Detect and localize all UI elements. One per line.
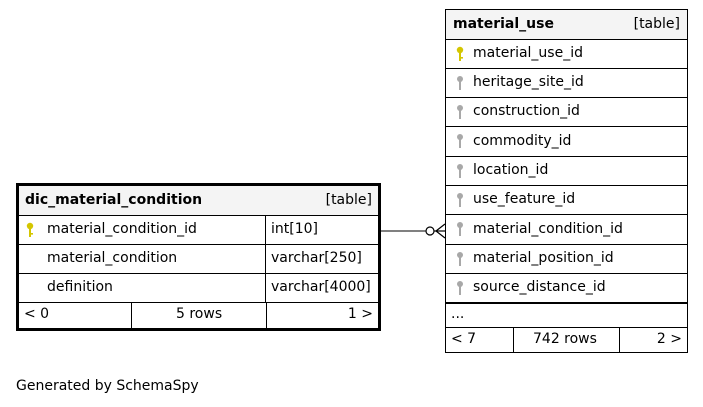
- column-name: material_position_id: [473, 250, 614, 266]
- column-name: definition: [47, 279, 113, 295]
- table-row[interactable]: material_condition_id: [446, 215, 687, 245]
- primary-key-icon: [26, 222, 34, 237]
- row-count: 5 rows: [176, 306, 223, 322]
- table-row[interactable]: material_use_id: [446, 40, 687, 69]
- table-row[interactable]: material_condition varchar[250]: [19, 245, 378, 274]
- footer-divider: [131, 303, 132, 328]
- table-dic-material-condition[interactable]: dic_material_condition [table] material_…: [16, 183, 381, 331]
- more-columns-ellipsis: ...: [451, 306, 465, 322]
- table-kind: [table]: [633, 16, 680, 32]
- foreign-key-icon: [457, 222, 463, 236]
- footer-divider: [513, 328, 514, 352]
- table-footer: < 7 742 rows 2 >: [446, 328, 687, 352]
- foreign-key-icon: [457, 76, 463, 90]
- column-name: heritage_site_id: [473, 74, 584, 90]
- table-row[interactable]: location_id: [446, 157, 687, 186]
- table-row[interactable]: commodity_id: [446, 127, 687, 157]
- table-kind: [table]: [325, 192, 372, 208]
- foreign-key-icon: [457, 164, 463, 178]
- type-column-divider: [265, 216, 266, 303]
- foreign-key-icon: [457, 193, 463, 207]
- table-row[interactable]: use_feature_id: [446, 186, 687, 215]
- primary-key-icon: [456, 46, 464, 61]
- table-row[interactable]: material_condition_id int[10]: [19, 216, 378, 245]
- foreign-key-icon: [457, 105, 463, 119]
- column-type: int[10]: [271, 221, 318, 237]
- column-type: varchar[4000]: [271, 279, 371, 295]
- column-name: material_condition_id: [473, 221, 623, 237]
- table-name[interactable]: dic_material_condition: [25, 192, 203, 208]
- table-material-use[interactable]: material_use [table] material_use_id her…: [445, 9, 688, 353]
- parents-link[interactable]: < 0: [24, 306, 50, 322]
- children-link[interactable]: 2 >: [656, 331, 682, 347]
- column-name: material_condition_id: [47, 221, 197, 237]
- more-columns-row[interactable]: ...: [446, 304, 687, 328]
- column-name: material_use_id: [473, 45, 583, 61]
- footer-divider: [619, 328, 620, 352]
- table-row[interactable]: definition varchar[4000]: [19, 274, 378, 303]
- foreign-key-icon: [457, 281, 463, 295]
- row-count: 742 rows: [533, 331, 597, 347]
- table-header: material_use [table]: [446, 10, 687, 40]
- column-name: source_distance_id: [473, 279, 606, 295]
- column-name: construction_id: [473, 103, 580, 119]
- table-row[interactable]: construction_id: [446, 98, 687, 127]
- table-row[interactable]: material_position_id: [446, 245, 687, 274]
- parents-link[interactable]: < 7: [451, 331, 477, 347]
- generated-by-footer: Generated by SchemaSpy: [16, 378, 199, 394]
- zero-cardinality-mark: [425, 226, 435, 236]
- table-row[interactable]: source_distance_id: [446, 274, 687, 304]
- table-footer: < 0 5 rows 1 >: [19, 303, 378, 328]
- foreign-key-icon: [457, 252, 463, 266]
- column-type: varchar[250]: [271, 250, 362, 266]
- table-name[interactable]: material_use: [453, 16, 554, 32]
- column-name: commodity_id: [473, 133, 572, 149]
- table-row[interactable]: heritage_site_id: [446, 69, 687, 98]
- column-name: use_feature_id: [473, 191, 576, 207]
- column-name: location_id: [473, 162, 549, 178]
- foreign-key-icon: [457, 134, 463, 148]
- table-header: dic_material_condition [table]: [19, 186, 378, 216]
- children-link[interactable]: 1 >: [347, 306, 373, 322]
- footer-divider: [266, 303, 267, 328]
- column-name: material_condition: [47, 250, 178, 266]
